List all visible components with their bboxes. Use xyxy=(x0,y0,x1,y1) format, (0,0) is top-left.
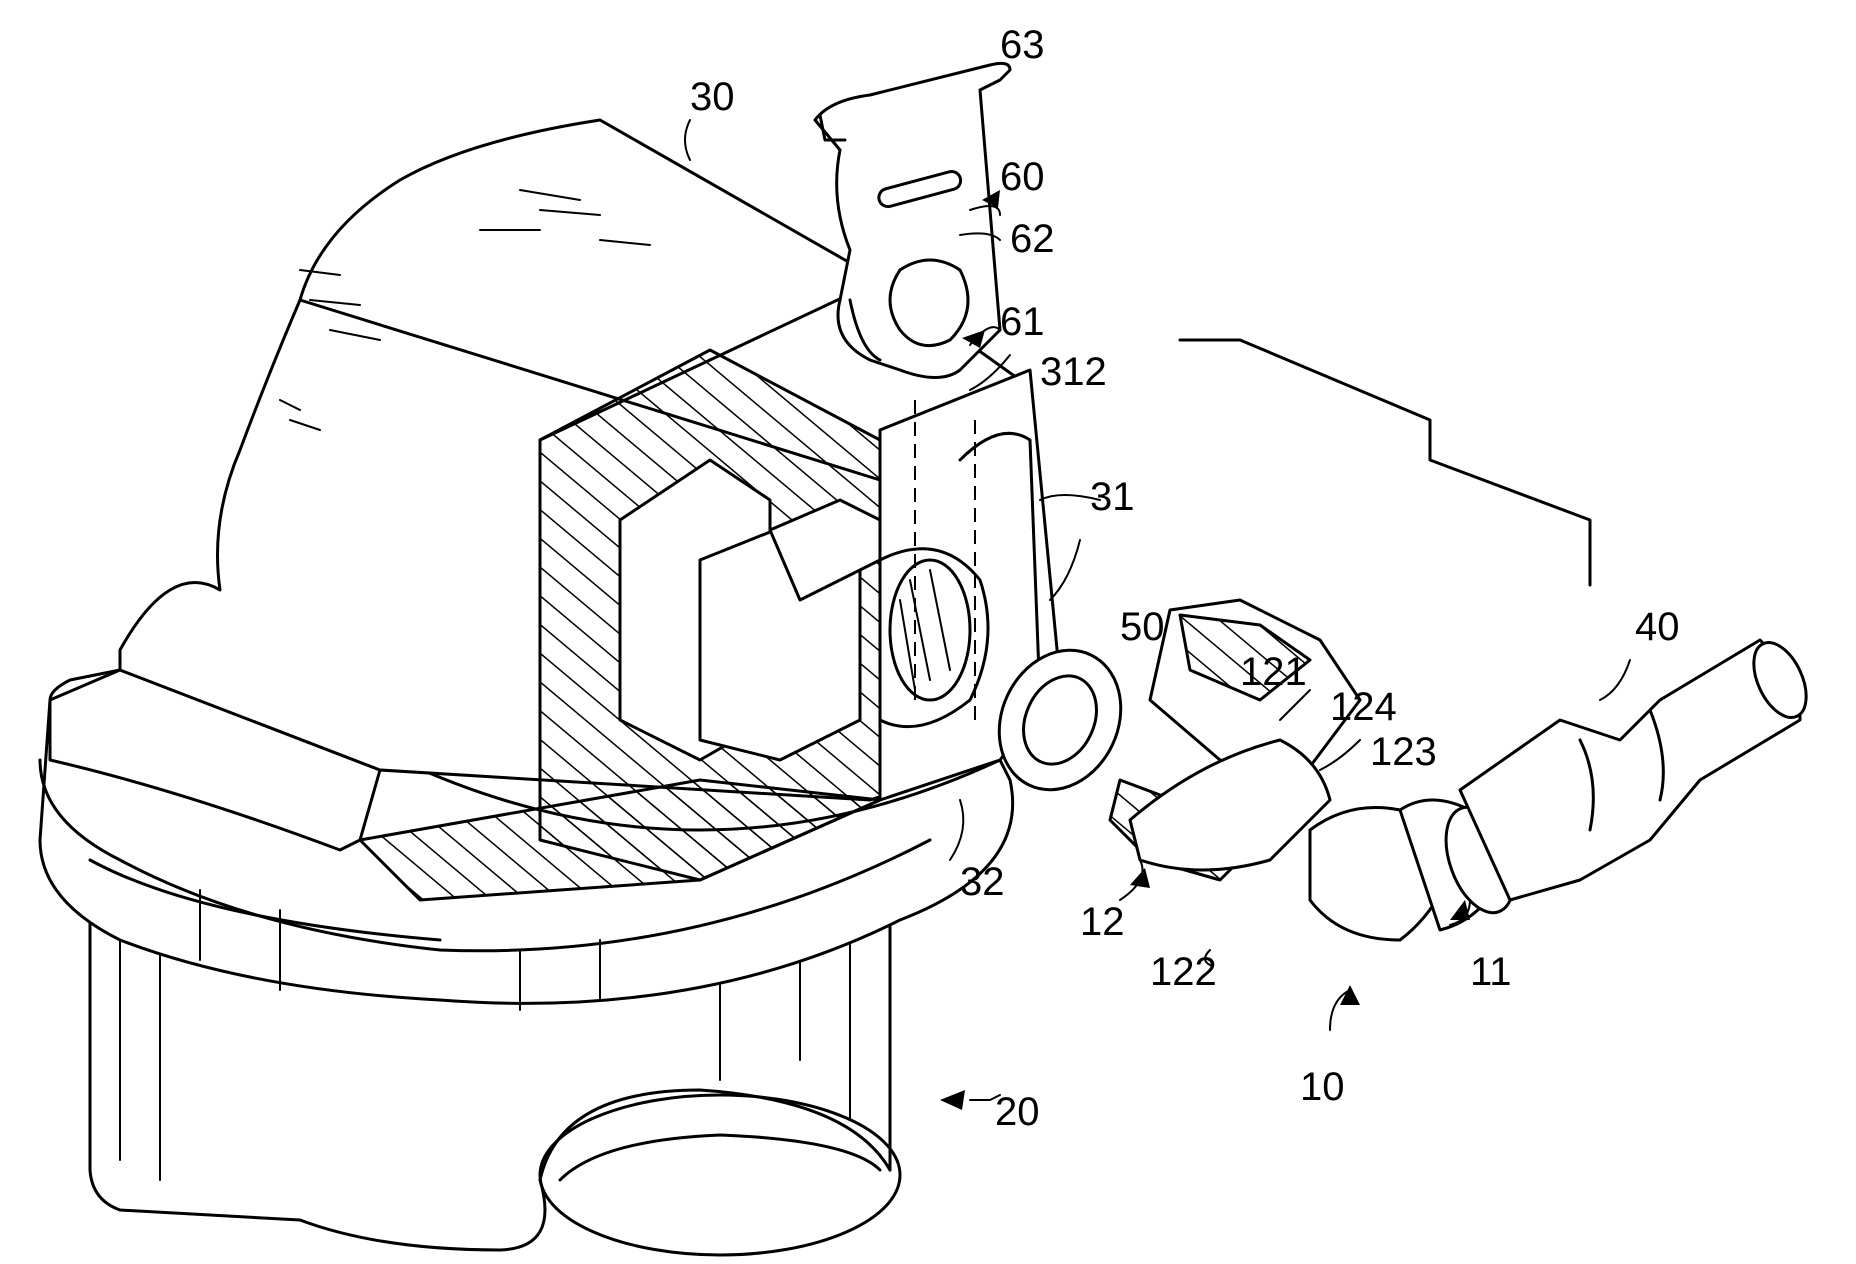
label-20: 20 xyxy=(995,1090,1040,1134)
label-62: 62 xyxy=(1010,217,1055,261)
arrow-60 xyxy=(982,190,1000,208)
hook-part xyxy=(813,61,1012,379)
label-31: 31 xyxy=(1090,475,1135,519)
elbow-connector xyxy=(1108,598,1516,942)
label-123: 123 xyxy=(1370,730,1437,774)
ring-part xyxy=(997,648,1123,792)
label-50: 50 xyxy=(1120,605,1165,649)
cylinder-body xyxy=(88,838,902,1257)
label-63: 63 xyxy=(1000,23,1045,67)
arrow-11 xyxy=(1450,900,1470,920)
label-10: 10 xyxy=(1300,1065,1345,1109)
arrow-20 xyxy=(940,1090,965,1110)
label-11: 11 xyxy=(1470,950,1512,994)
label-60: 60 xyxy=(1000,155,1045,199)
label-61: 61 xyxy=(1000,300,1045,344)
label-32: 32 xyxy=(960,860,1005,904)
arrow-61 xyxy=(962,330,985,348)
label-122: 122 xyxy=(1150,950,1217,994)
label-40: 40 xyxy=(1635,605,1680,649)
arrow-10 xyxy=(1340,985,1360,1005)
label-124: 124 xyxy=(1330,685,1397,729)
label-121: 121 xyxy=(1240,650,1307,694)
arrow-12 xyxy=(1130,868,1150,888)
label-30: 30 xyxy=(690,75,735,119)
shaft-part xyxy=(1458,638,1808,902)
label-312: 312 xyxy=(1040,350,1107,394)
bracket-line xyxy=(1178,338,1592,587)
label-12: 12 xyxy=(1080,900,1125,944)
